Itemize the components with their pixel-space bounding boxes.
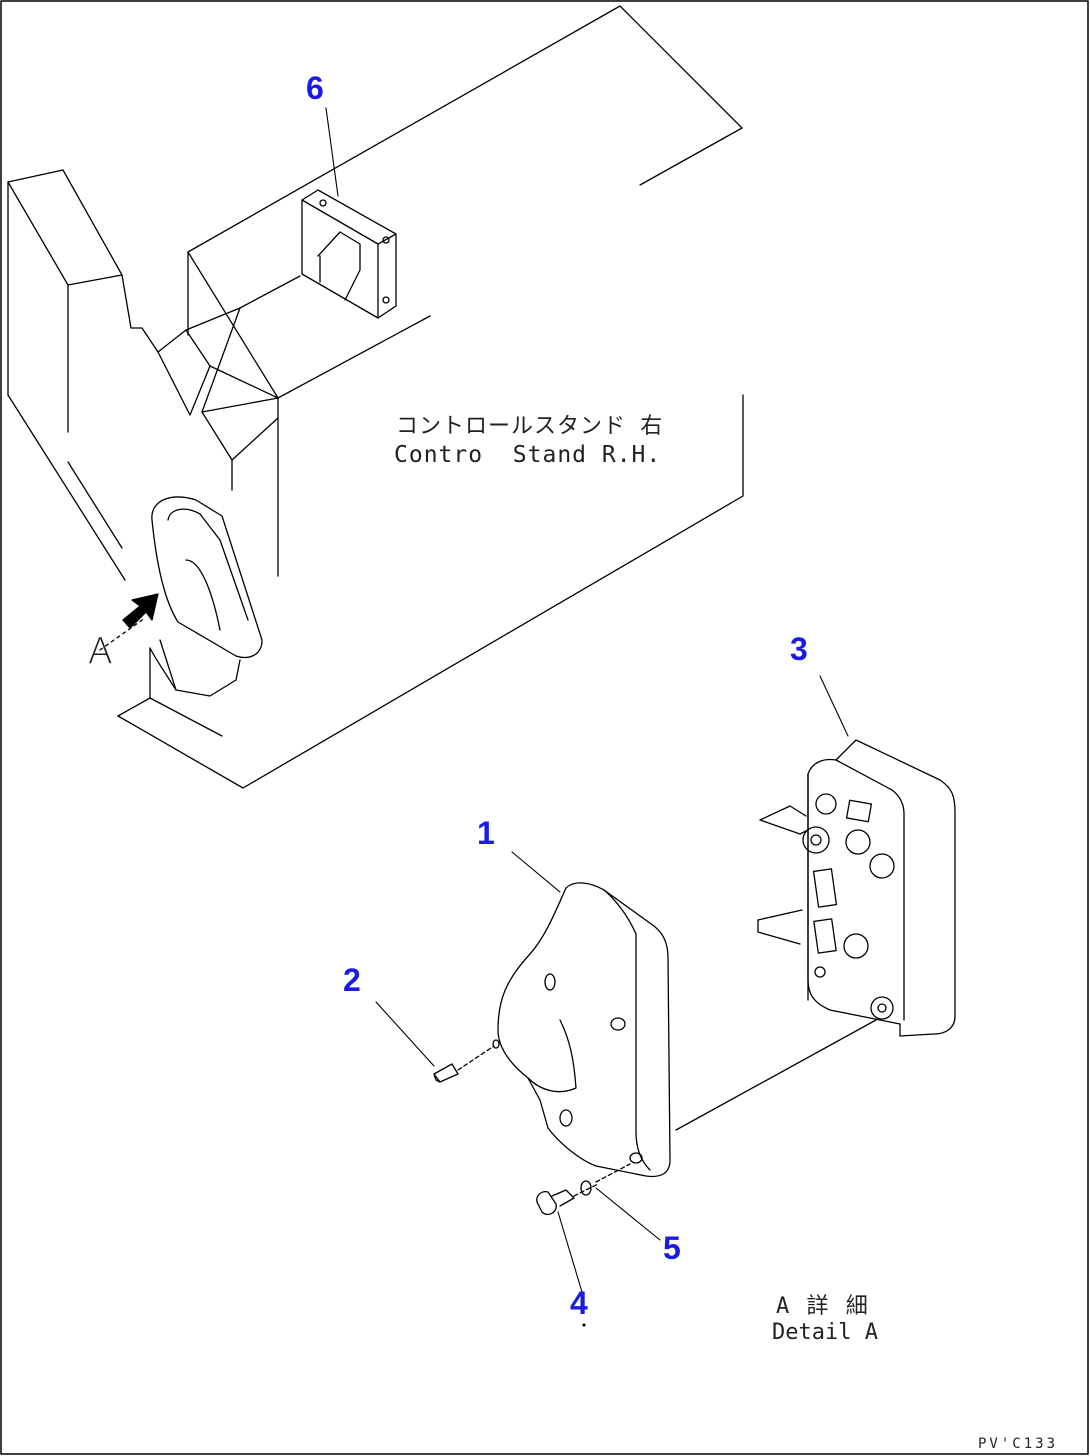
view-arrow-a	[99, 593, 159, 651]
callout-5: 5	[663, 1230, 681, 1266]
control-stand-label-en: Contro Stand R.H.	[394, 442, 662, 468]
part-4-bolt	[536, 1183, 599, 1216]
leader-4	[557, 1211, 583, 1293]
callout-2: 2	[343, 962, 361, 998]
leader-lines	[325, 107, 849, 1327]
control-stand-body	[117, 5, 744, 789]
leader-1	[511, 851, 561, 893]
leader-5	[595, 1187, 661, 1241]
assembly-line-1-3	[675, 1019, 877, 1131]
part-5-washer	[580, 1163, 631, 1196]
drawing-code: PV'C133	[978, 1436, 1059, 1452]
leader-2	[375, 1001, 435, 1067]
callout-3: 3	[790, 631, 808, 667]
lever-column	[7, 169, 301, 581]
callout-4: 4	[570, 1285, 588, 1321]
callout-1: 1	[477, 815, 495, 851]
callout-6: 6	[306, 70, 324, 106]
control-stand-label-jp: コントロールスタンド 右	[396, 414, 664, 439]
leader-3	[819, 675, 849, 737]
view-a-letter: A	[88, 631, 113, 672]
part-3-bracket	[757, 739, 956, 1037]
leader-4-dot	[582, 1323, 586, 1327]
detail-a-label-jp: A 詳 細	[776, 1294, 870, 1319]
part-2-pin	[433, 1045, 495, 1083]
detail-a-label-en: Detail A	[772, 1320, 878, 1345]
part-6-block	[301, 189, 397, 319]
leader-6	[325, 107, 339, 197]
lever-knob	[149, 496, 263, 697]
part-1-cover	[492, 882, 671, 1178]
